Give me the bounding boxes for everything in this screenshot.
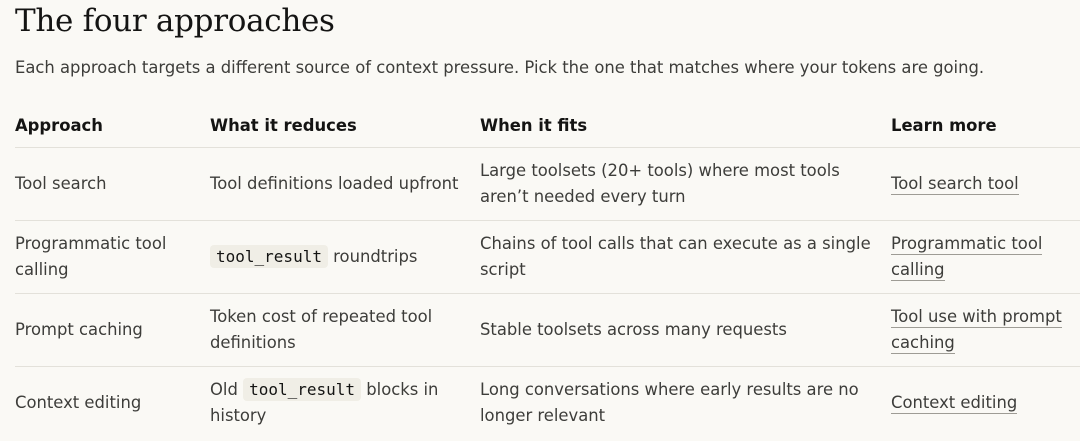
header-approach: Approach bbox=[15, 104, 210, 148]
table-row: Prompt caching Token cost of repeated to… bbox=[15, 293, 1080, 367]
reduces-cell: Tool definitions loaded upfront bbox=[210, 147, 480, 221]
fits-cell: Stable toolsets across many requests bbox=[480, 293, 891, 367]
code-tool-result: tool_result bbox=[210, 245, 328, 268]
learn-more-cell: Tool use with prompt caching bbox=[891, 293, 1080, 367]
reduces-text: Token cost of repeated tool definitions bbox=[210, 307, 433, 352]
reduces-text: Tool definitions loaded upfront bbox=[210, 174, 459, 193]
reduces-cell: Token cost of repeated tool definitions bbox=[210, 293, 480, 367]
approach-cell: Prompt caching bbox=[15, 293, 210, 367]
approach-cell: Programmatic tool calling bbox=[15, 220, 210, 294]
reduces-text: blocks in history bbox=[210, 380, 439, 425]
learn-more-cell: Context editing bbox=[891, 367, 1080, 440]
fits-cell: Large toolsets (20+ tools) where most to… bbox=[480, 147, 891, 221]
page-title: The four approaches bbox=[15, 3, 335, 39]
link-tool-use-with-prompt-caching[interactable]: Tool use with prompt caching bbox=[891, 307, 1062, 354]
header-learn-more: Learn more bbox=[891, 104, 1080, 148]
fits-cell: Long conversations where early results a… bbox=[480, 380, 859, 425]
reduces-cell: tool_result roundtrips bbox=[210, 220, 480, 294]
table-header-row: Approach What it reduces When it fits Le… bbox=[15, 104, 1080, 148]
link-tool-search-tool[interactable]: Tool search tool bbox=[891, 174, 1019, 195]
approaches-table: Approach What it reduces When it fits Le… bbox=[15, 104, 1080, 439]
table-row: Programmatic tool calling tool_result ro… bbox=[15, 220, 1080, 294]
table-row: Tool search Tool definitions loaded upfr… bbox=[15, 147, 1080, 221]
approach-cell: Tool search bbox=[15, 147, 210, 221]
table-row: Context editing Old tool_result blocks i… bbox=[15, 367, 1080, 440]
link-context-editing[interactable]: Context editing bbox=[891, 393, 1018, 414]
reduces-text: roundtrips bbox=[327, 247, 418, 266]
link-programmatic-tool-calling[interactable]: Programmatic tool calling bbox=[891, 234, 1043, 281]
code-tool-result: tool_result bbox=[243, 378, 362, 401]
learn-more-cell: Tool search tool bbox=[891, 147, 1080, 221]
reduces-text: Old bbox=[210, 380, 244, 399]
learn-more-cell: Programmatic tool calling bbox=[891, 220, 1080, 294]
page-subtitle: Each approach targets a different source… bbox=[15, 58, 985, 77]
header-when-it-fits: When it fits bbox=[480, 104, 891, 148]
header-what-it-reduces: What it reduces bbox=[210, 104, 480, 148]
fits-cell: Chains of tool calls that can execute as… bbox=[480, 220, 891, 294]
approach-cell: Context editing bbox=[15, 393, 142, 412]
reduces-cell: Old tool_result blocks in history bbox=[210, 367, 480, 440]
